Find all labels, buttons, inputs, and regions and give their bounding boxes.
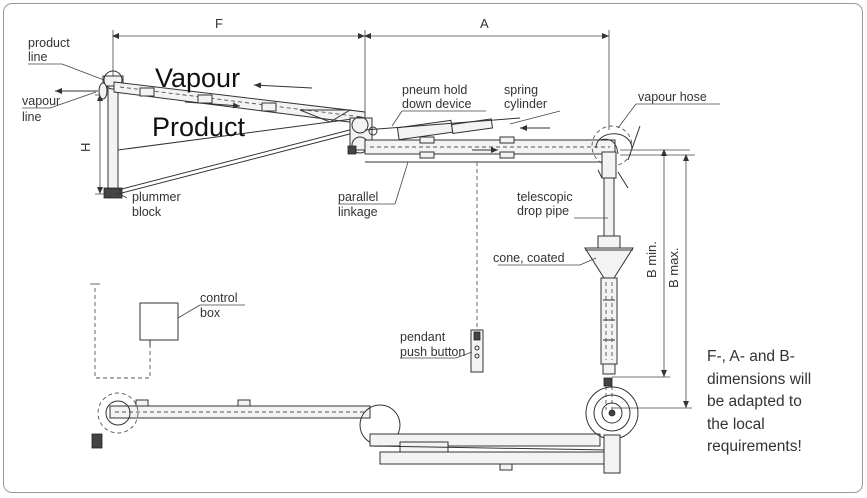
dimension-b: B min. B max. <box>612 149 695 409</box>
label-vapour-line: vapour line <box>22 94 64 124</box>
note-line: dimensions will <box>707 370 812 388</box>
label-vapour-hose: vapour hose <box>638 90 707 104</box>
dim-b-max-label: B max. <box>666 248 681 288</box>
flow-arrows <box>55 82 603 179</box>
leader-lines <box>22 63 720 359</box>
label-spring-cylinder: spring cylinder <box>504 83 547 111</box>
dim-f-label: F <box>215 16 223 31</box>
label-pendant-push-button: pendant push button <box>400 330 465 359</box>
label-parallel-linkage: parallel linkage <box>338 190 382 219</box>
note-line: be adapted to <box>707 393 802 410</box>
product-flow-label: Product <box>152 112 246 142</box>
note-line: requirements! <box>707 438 802 455</box>
label-cone-coated: cone, coated <box>493 251 565 265</box>
dimension-note: F-, A- and B- dimensions will be adapted… <box>707 346 857 459</box>
label-pneum-hold-down-device: pneum hold down device <box>402 83 472 111</box>
label-product-line: product line <box>28 36 73 64</box>
note-line: F-, A- and B- <box>707 348 795 365</box>
dimension-a: A <box>364 16 610 130</box>
plan-view <box>91 386 639 474</box>
pendant-push-button <box>470 162 484 373</box>
dim-a-label: A <box>480 16 489 31</box>
dim-b-min-label: B min. <box>644 241 659 278</box>
label-telescopic-drop-pipe: telescopic drop pipe <box>517 190 576 218</box>
control-box <box>90 283 179 379</box>
vapour-flow-label: Vapour <box>155 63 240 93</box>
telescopic-drop-pipe <box>584 177 634 410</box>
riser-column <box>58 70 124 199</box>
label-control-box: control box <box>200 291 241 320</box>
pneumatic-cylinder <box>364 117 521 141</box>
outer-boom <box>364 136 616 163</box>
dim-h-label: H <box>78 143 93 152</box>
label-plummer-block: plummer block <box>132 190 184 219</box>
note-line: the local <box>707 415 765 433</box>
